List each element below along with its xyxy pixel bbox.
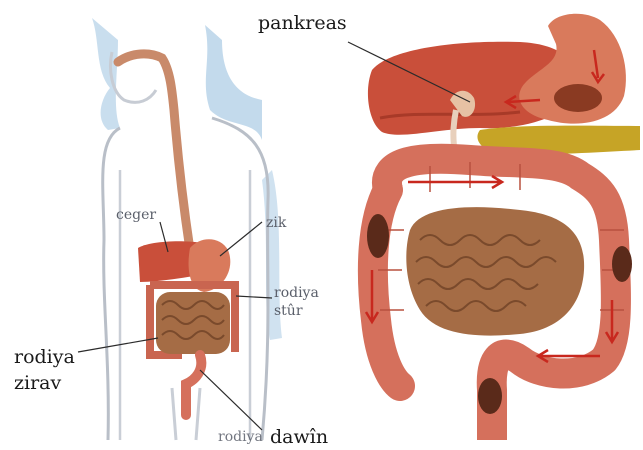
torso-outline-left xyxy=(103,128,120,440)
rectum-leader xyxy=(200,370,262,430)
stomach-contents xyxy=(554,84,602,112)
small-intestine-label-line2: zirav xyxy=(14,374,61,393)
organ-detail xyxy=(348,14,640,440)
arrow-transverse xyxy=(408,176,502,188)
rectum-label-part2: dawîn xyxy=(270,428,328,447)
large-intestine-label-line2: stûr xyxy=(274,304,303,318)
liver-label: ceger xyxy=(116,208,156,222)
stomach-label: zik xyxy=(266,216,286,230)
waste-spot-1 xyxy=(367,214,389,258)
large-intestine-label-line1: rodiya xyxy=(274,286,319,300)
body-figure xyxy=(78,18,282,440)
neck-shadow-right xyxy=(205,25,262,140)
pancreas-label: pankreas xyxy=(258,14,347,33)
waste-spot-2 xyxy=(612,246,632,282)
small-intestine-detail xyxy=(406,207,584,335)
head-shadow-left xyxy=(92,18,120,130)
stomach-leader xyxy=(220,222,262,256)
rectum-label-part1: rodiya xyxy=(218,430,263,444)
small-intestine-label-line1: rodiya xyxy=(14,348,75,367)
waste-spot-3 xyxy=(478,378,502,414)
